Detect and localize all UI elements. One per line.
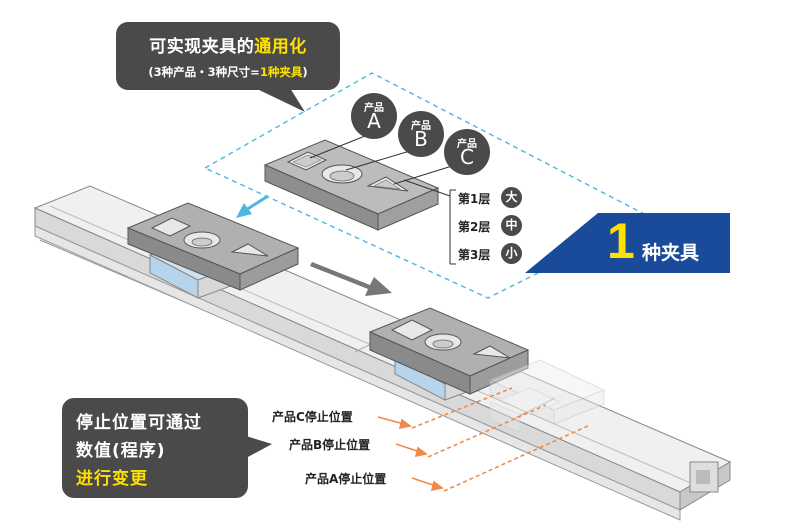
magnified-jig [263,139,440,231]
stop-label-product-c: 产品C停止位置 [272,410,353,424]
product-b-small-label: 产品 [411,121,431,132]
ghost-jig-positions [488,359,606,433]
layer-3-label: 第3层 [458,248,491,262]
product-a-badge: 产品 A [351,93,397,139]
zoom-pointer-arrow [236,194,269,218]
callout-title-highlight: 通用化 [254,37,307,57]
jig-fixture-1 [126,202,300,291]
layer-2-size-badge: 中 [501,215,522,236]
callout-universal-title: 可实现夹具的通用化 [116,32,340,57]
product-c-small-label: 产品 [457,139,477,150]
product-a-letter: A [367,109,381,133]
stop-label-product-b: 产品B停止位置 [289,438,371,452]
stop-label-product-a: 产品A停止位置 [305,472,387,486]
callout-subtitle-suffix: ) [302,65,308,79]
jig-fixture-2 [368,307,530,395]
one-jig-banner [525,213,730,273]
callout-subtitle-prefix: (3种产品・3种尺寸= [148,65,260,79]
top-callout-tail [255,88,305,112]
banner-number: 1 [607,213,635,269]
product-c-badge: 产品 C [444,129,490,175]
callout-stop-line3: 进行变更 [76,469,148,489]
layer-3-size-badge: 小 [501,243,522,264]
product-b-letter: B [414,127,428,151]
movement-arrow [310,262,392,296]
bottom-callout-tail [246,436,272,458]
callout-stop-line1: 停止位置可通过 [76,413,202,433]
product-a-small-label: 产品 [364,103,384,114]
callout-stop-line2: 数值(程序) [76,441,166,461]
callout-subtitle-highlight: 1种夹具 [259,65,303,79]
banner-label: 种夹具 [642,242,700,264]
product-c-letter: C [460,145,474,169]
layer-2-label: 第2层 [458,220,491,234]
callout-universal-subtitle: (3种产品・3种尺寸=1种夹具) [116,64,340,80]
callout-title-prefix: 可实现夹具的 [149,37,255,57]
layer-bracket [403,179,456,265]
layer-1-size-badge: 大 [501,187,522,208]
callout-stop-position: 停止位置可通过 数值(程序) 进行变更 [62,398,248,498]
stop-position-arrows [377,387,591,492]
callout-universal-jig: 可实现夹具的通用化 (3种产品・3种尺寸=1种夹具) [116,22,340,90]
layer-1-label: 第1层 [458,192,491,206]
product-b-badge: 产品 B [398,111,444,157]
